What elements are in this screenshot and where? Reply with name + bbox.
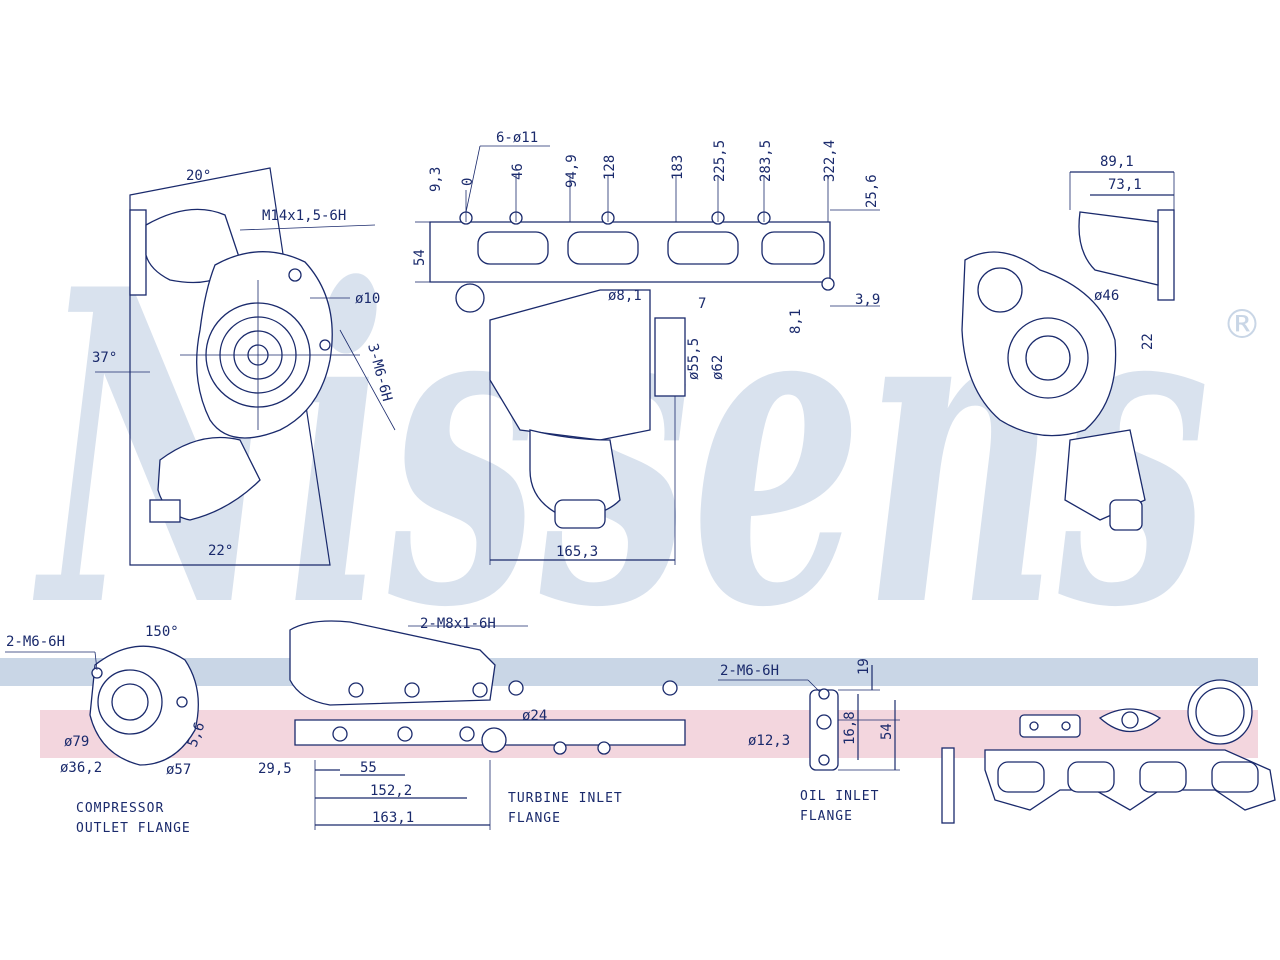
oil-hole-label: ø12,3 [748, 733, 790, 749]
angle-bottom-label: 22° [208, 543, 233, 559]
pos-1-label: 46 [510, 163, 526, 180]
pos-3-label: 128 [602, 155, 618, 180]
dia-a-label: ø55,5 [686, 338, 702, 380]
turb-caption-1: TURBINE INLET [508, 791, 623, 806]
compressor-flange-view: 2-M6-6H 150° ø79 ø36,2 ø57 5,6 COMPRESSO… [5, 624, 208, 836]
pos-7-label: 322,4 [822, 140, 838, 182]
oil-caption-1: OIL INLET [800, 789, 879, 804]
top-center-view: 6-ø11 0 46 94,9 128 183 225,5 283,5 322,… [412, 130, 880, 565]
comp-d3-label: ø57 [166, 762, 191, 778]
height-c-label: 8,1 [788, 309, 804, 334]
turb-d4-label: 163,1 [372, 810, 414, 826]
height-b-label: 54 [412, 249, 428, 266]
pos-5-label: 225,5 [712, 140, 728, 182]
pos-4-label: 183 [670, 155, 686, 180]
w2-label: 73,1 [1108, 177, 1142, 193]
top-left-view: 20° M14x1,5-6H ø10 37° 3-M6-6H 22° [92, 167, 396, 566]
offset-b-label: 3,9 [855, 292, 880, 308]
turb-caption-2: FLANGE [508, 811, 561, 826]
hole-label: ø10 [355, 291, 380, 307]
w1-label: 89,1 [1100, 154, 1134, 170]
turb-d2-label: 55 [360, 760, 377, 776]
gasket-kit-view [941, 679, 1276, 824]
turbine-flange-view: 2-M8x1-6H ø24 29,5 55 152,2 163,1 TURBIN… [258, 616, 686, 830]
pos-2-label: 94,9 [564, 154, 580, 188]
turb-d3-label: 152,2 [370, 783, 412, 799]
comp-d2-label: ø36,2 [60, 760, 102, 776]
stud-label: ø8,1 [608, 288, 642, 304]
top-right-view: 89,1 73,1 ø46 22 [961, 154, 1175, 531]
hole-right-label: ø46 [1094, 288, 1119, 304]
offset-label: 7 [698, 296, 706, 312]
comp-thread-label: 2-M6-6H [6, 634, 65, 650]
pos-6-label: 283,5 [758, 140, 774, 182]
oil-caption-2: FLANGE [800, 809, 853, 824]
right-h-label: 25,6 [864, 174, 880, 208]
pos-0-label: 0 [460, 178, 476, 186]
watermark-band-blue [0, 658, 1258, 686]
turb-d1-label: 29,5 [258, 761, 292, 777]
oil-flange-view: 2-M6-6H ø12,3 19 16,8 54 OIL INLET FLANG… [718, 658, 900, 824]
height-a-label: 9,3 [428, 167, 444, 192]
oil-h1-label: 19 [856, 658, 872, 675]
thread-top-label: M14x1,5-6H [262, 208, 346, 224]
h-right-label: 22 [1140, 333, 1156, 350]
turb-thread-label: 2-M8x1-6H [420, 616, 496, 632]
comp-angle-label: 150° [145, 624, 179, 640]
comp-caption-2: OUTLET FLANGE [76, 821, 191, 836]
oil-thread-label: 2-M6-6H [720, 663, 779, 679]
holes-label: 6-ø11 [496, 130, 538, 146]
registered-mark: ® [1222, 302, 1262, 348]
width-label: 165,3 [556, 544, 598, 560]
angle-top-label: 20° [186, 168, 211, 184]
oil-h2-label: 16,8 [842, 711, 858, 745]
angle-left-label: 37° [92, 350, 117, 366]
comp-d1-label: ø79 [64, 734, 89, 750]
dia-b-label: ø62 [710, 355, 726, 380]
oil-h3-label: 54 [879, 723, 895, 740]
comp-caption-1: COMPRESSOR [76, 801, 164, 816]
turb-hole-label: ø24 [522, 708, 547, 724]
